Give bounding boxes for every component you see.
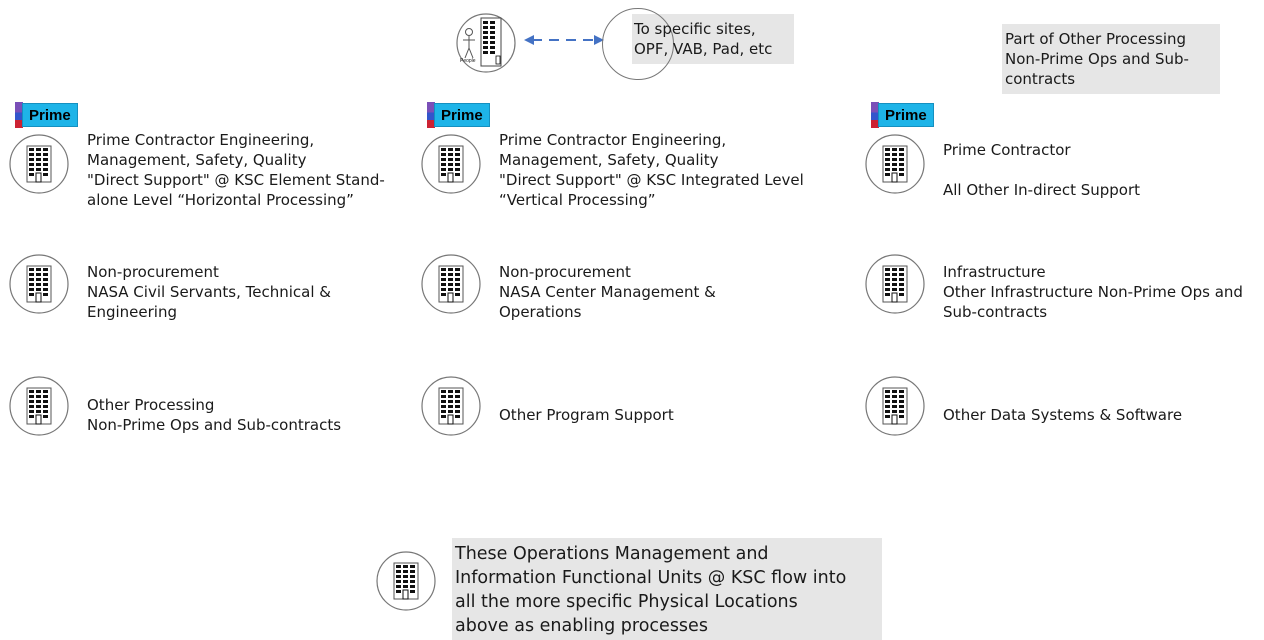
unit-label: Other Processing Non-Prime Ops and Sub-c… bbox=[87, 396, 342, 434]
site-circle bbox=[602, 8, 674, 80]
badge-logo-icon bbox=[15, 102, 23, 128]
building-icon bbox=[865, 376, 925, 436]
unit-label: Prime Contractor Engineering, Management… bbox=[499, 131, 804, 209]
building-icon bbox=[865, 254, 925, 314]
prime-badge: Prime bbox=[878, 103, 934, 127]
building-icon bbox=[421, 134, 481, 194]
unit-label: Prime Contractor Engineering, Management… bbox=[87, 131, 385, 209]
unit-label: Other Program Support bbox=[499, 406, 674, 424]
building-icon bbox=[9, 376, 69, 436]
building-icon bbox=[9, 254, 69, 314]
prime-badge: Prime bbox=[22, 103, 78, 127]
unit-label: Prime Contractor All Other In-direct Sup… bbox=[943, 141, 1141, 199]
note-box: Part of Other Processing Non-Prime Ops a… bbox=[1002, 24, 1220, 94]
unit-label: Other Data Systems & Software bbox=[943, 406, 1183, 424]
site-label: To specific sites, OPF, VAB, Pad, etc bbox=[634, 20, 773, 58]
building-icon bbox=[421, 254, 481, 314]
footer-note: These Operations Management and Informat… bbox=[452, 538, 882, 640]
unit-label: Infrastructure Other Infrastructure Non-… bbox=[943, 263, 1243, 321]
bidirectional-arrow-icon bbox=[522, 30, 606, 50]
badge-logo-icon bbox=[871, 102, 879, 128]
prime-badge: Prime bbox=[434, 103, 490, 127]
unit-label: Non-procurement NASA Civil Servants, Tec… bbox=[87, 263, 331, 321]
building-icon bbox=[865, 134, 925, 194]
building-icon bbox=[421, 376, 481, 436]
people-building-icon: People bbox=[452, 12, 522, 74]
building-icon bbox=[9, 134, 69, 194]
building-icon bbox=[376, 551, 436, 611]
unit-label: Non-procurement NASA Center Management &… bbox=[499, 263, 716, 321]
badge-logo-icon bbox=[427, 102, 435, 128]
people-label: People bbox=[460, 58, 476, 64]
